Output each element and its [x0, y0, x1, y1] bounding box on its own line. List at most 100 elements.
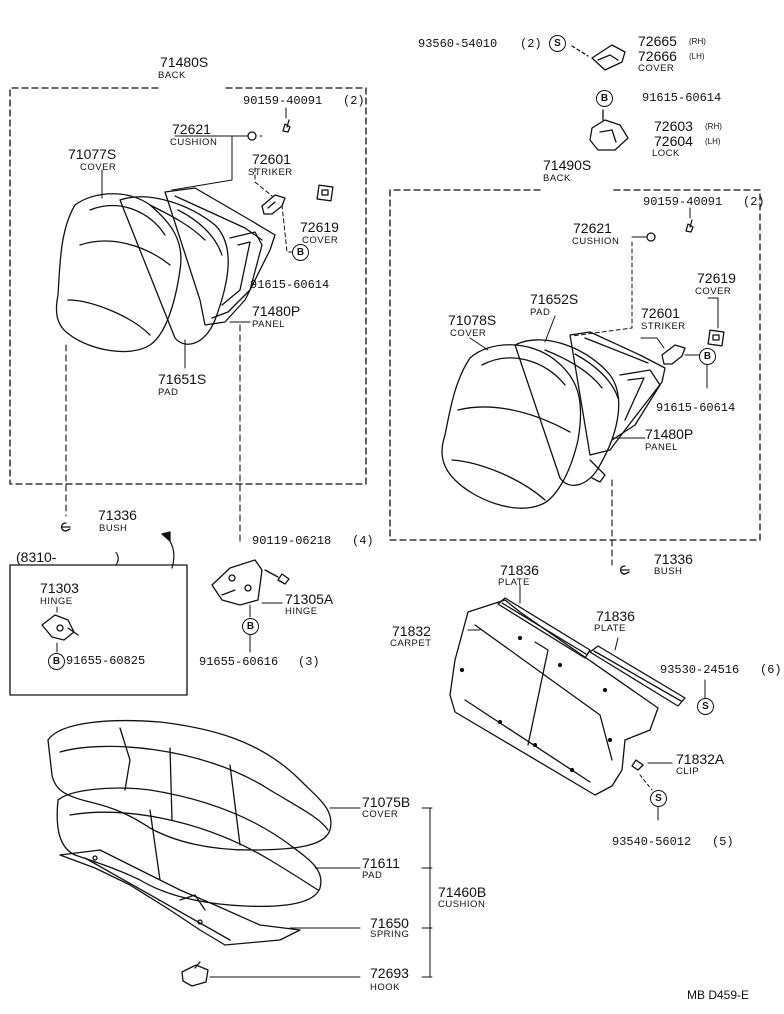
back-lh-cover-number: 71077S	[68, 146, 117, 162]
back-rh-cover-name: COVER	[450, 328, 487, 339]
back-lh-cushion-name: CUSHION	[170, 137, 218, 148]
carpet-screw2-number: 93540-56012	[612, 835, 692, 849]
back-lh-drawing	[55, 187, 276, 353]
lock-screw-number: 93560-54010	[418, 37, 498, 51]
clip-number: 71832A	[676, 751, 725, 767]
inset-date: (8310-	[16, 549, 57, 565]
lock-lh-side: (LH)	[705, 137, 721, 146]
back-rh-assembly-box	[389, 189, 761, 541]
carpet-screw2-marker: S	[650, 790, 667, 807]
striker-lh-part	[261, 194, 286, 215]
lock-bolt-marker: B	[596, 90, 613, 107]
carpet-screw-qty: (6)	[760, 663, 782, 677]
cushion-assembly-number: 71460B	[438, 884, 487, 900]
back-rh-cushion-name: CUSHION	[572, 236, 620, 247]
back-lh-panel-number: 71480P	[252, 303, 301, 319]
hinge-bolt-qty: (3)	[298, 655, 320, 669]
carpet-screw-marker: S	[697, 698, 714, 715]
back-rh-striker-name: STRIKER	[641, 321, 686, 332]
back-rh-bolt-marker: B	[699, 348, 716, 365]
inset-hinge-number: 71303	[40, 580, 79, 596]
cushion-spring-part	[59, 849, 301, 946]
back-rh-bolt-number: 91615-60614	[656, 401, 736, 415]
back-lh-screw-qty: (2)	[343, 94, 365, 108]
back-rh-assembly-number: 71490S	[543, 157, 592, 173]
back-lh-assembly-number: 71480S	[160, 54, 209, 70]
back-rh-striker-number: 72601	[641, 305, 680, 321]
back-lh-striker-cover-number: 72619	[300, 219, 339, 235]
inset-bolt-number: 91655-60825	[66, 654, 146, 668]
plate-a-name: PLATE	[498, 577, 530, 588]
carpet-screw2-qty: (5)	[712, 835, 734, 849]
back-rh-panel-name: PANEL	[645, 442, 678, 453]
lock-cover-part	[571, 44, 626, 71]
plate-b-number: 71836	[596, 608, 635, 624]
carpet-number: 71832	[392, 623, 431, 639]
screw-rh-part	[685, 219, 694, 233]
back-rh-striker-cover-name: COVER	[695, 286, 732, 297]
back-rh-screw-number: 90159-40091	[643, 195, 723, 209]
carpet-name: CARPET	[390, 638, 432, 649]
lock-rh-number: 72603	[654, 118, 693, 134]
back-lh-pad-name: PAD	[158, 387, 179, 398]
bush-rh-part	[619, 565, 630, 575]
hook-part	[181, 961, 209, 987]
cushion-assembly-name: CUSHION	[438, 899, 486, 910]
back-lh-bolt-marker: B	[292, 244, 309, 261]
lock-screw-marker: S	[549, 35, 566, 52]
plate-b-name: PLATE	[594, 623, 626, 634]
clip-name: CLIP	[676, 766, 700, 777]
clip-part	[631, 759, 644, 771]
plate-a-number: 71836	[500, 562, 539, 578]
hinge-screw-qty: (4)	[352, 534, 374, 548]
hook-number: 72693	[370, 965, 409, 981]
bush-lh-part	[60, 522, 71, 532]
hinge-bolt-number: 91655-60616	[199, 655, 279, 669]
diagram-code: MB D459-E	[687, 988, 750, 1002]
inset-box	[9, 564, 188, 696]
lock-lh-number: 72604	[654, 133, 693, 149]
cushion-spring-number: 71650	[370, 915, 409, 931]
cushion-spring-name: SPRING	[370, 929, 410, 940]
back-rh-bush-number: 71336	[654, 551, 693, 567]
bush-lh-number: 71336	[98, 507, 137, 523]
cushion-pad-part	[56, 787, 322, 908]
striker-rh-part	[661, 344, 686, 365]
hinge-name: HINGE	[285, 606, 318, 617]
back-rh-cushion-number: 72621	[573, 220, 612, 236]
back-lh-pad-number: 71651S	[158, 371, 207, 387]
lock-name: LOCK	[652, 148, 680, 159]
back-rh-cover-number: 71078S	[448, 312, 497, 328]
cushion-cover-part	[47, 719, 332, 851]
lock-cover-rh-side: (RH)	[689, 37, 706, 46]
cushion-pad-name: PAD	[362, 870, 383, 881]
back-lh-striker-name: STRIKER	[248, 167, 293, 178]
back-lh-assembly-box	[9, 87, 367, 485]
inset-hinge-part	[41, 614, 79, 641]
back-lh-cushion-number: 72621	[172, 121, 211, 137]
back-rh-assembly-name: BACK	[543, 173, 571, 184]
hook-name: HOOK	[370, 982, 400, 993]
carpet-part	[449, 599, 659, 796]
hinge-bolt-marker: B	[242, 618, 259, 635]
inset-bolt-marker: B	[48, 653, 65, 670]
back-rh-panel-number: 71480P	[645, 426, 694, 442]
back-rh-pad-number: 71652S	[530, 291, 579, 307]
lock-rh-side: (RH)	[705, 122, 722, 131]
back-rh-screw-qty: (2)	[743, 195, 765, 209]
cushion-cover-name: COVER	[362, 809, 399, 820]
back-lh-cover-name: COVER	[80, 162, 117, 173]
screw-lh-part	[282, 119, 291, 133]
cushion-lh-part	[247, 131, 257, 141]
striker-cover-lh-part	[316, 184, 334, 202]
plate-a-part	[497, 597, 591, 659]
lock-screw-qty: (2)	[520, 37, 542, 51]
lock-part	[589, 109, 629, 151]
lock-cover-rh-number: 72665	[638, 33, 677, 49]
lock-bolt-number: 91615-60614	[642, 91, 722, 105]
back-lh-bolt-number: 91615-60614	[250, 278, 330, 292]
inset-date-close: )	[115, 549, 120, 565]
back-rh-drawing	[441, 331, 666, 509]
back-rh-pad-name: PAD	[530, 307, 551, 318]
back-lh-striker-cover-name: COVER	[302, 235, 339, 246]
